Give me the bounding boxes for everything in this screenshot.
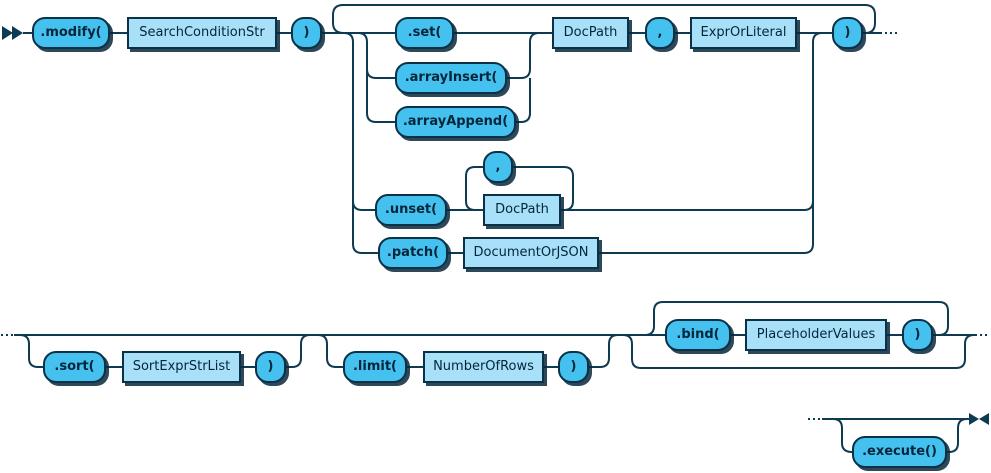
node-comma-unset: , — [483, 151, 513, 183]
connector-limit-branch — [317, 334, 619, 368]
node-bind: .bind( — [665, 319, 731, 351]
connector-unset-row — [443, 166, 814, 211]
node-document-or-json: DocumentOrJSON — [463, 237, 599, 269]
node-number-of-rows: NumberOfRows — [423, 351, 544, 383]
connector-branch-arrays — [357, 32, 395, 123]
connector-unset-patch-join — [812, 32, 823, 244]
connector-sort-branch — [19, 334, 311, 368]
connector-arrays-join — [503, 32, 540, 123]
node-doc-path-set: DocPath — [552, 17, 629, 49]
node-close-paren-3: ) — [255, 351, 286, 383]
node-array-append: .arrayAppend( — [395, 106, 516, 138]
node-comma-set: , — [645, 17, 675, 49]
node-close-paren-4: ) — [558, 351, 589, 383]
connector-execute-branch — [832, 418, 968, 453]
end-arrow-icon — [969, 413, 989, 425]
node-array-insert: .arrayInsert( — [395, 62, 507, 94]
node-sort-expr-str-list: SortExprStrList — [122, 351, 241, 383]
node-sort: .sort( — [43, 351, 106, 383]
node-limit: .limit( — [343, 351, 407, 383]
node-close-paren-1: ) — [291, 17, 322, 49]
connector-bind-skip — [622, 334, 975, 369]
connector-branch-unset-patch — [343, 32, 378, 254]
node-set: .set( — [395, 17, 454, 49]
node-placeholder-values: PlaceholderValues — [745, 319, 887, 351]
node-expr-or-literal: ExprOrLiteral — [690, 17, 797, 49]
node-unset: .unset( — [375, 194, 447, 226]
node-search-condition-str: SearchConditionStr — [127, 17, 277, 49]
node-patch: .patch( — [378, 237, 448, 269]
node-execute: .execute() — [852, 436, 947, 468]
node-close-paren-2: ) — [832, 17, 863, 49]
connector-group-loop — [332, 4, 876, 34]
start-arrow-icon — [2, 26, 23, 40]
node-modify: .modify( — [32, 17, 110, 49]
connector-bind-loop — [644, 301, 949, 336]
node-close-paren-5: ) — [902, 319, 933, 351]
node-doc-path-unset: DocPath — [483, 194, 561, 226]
